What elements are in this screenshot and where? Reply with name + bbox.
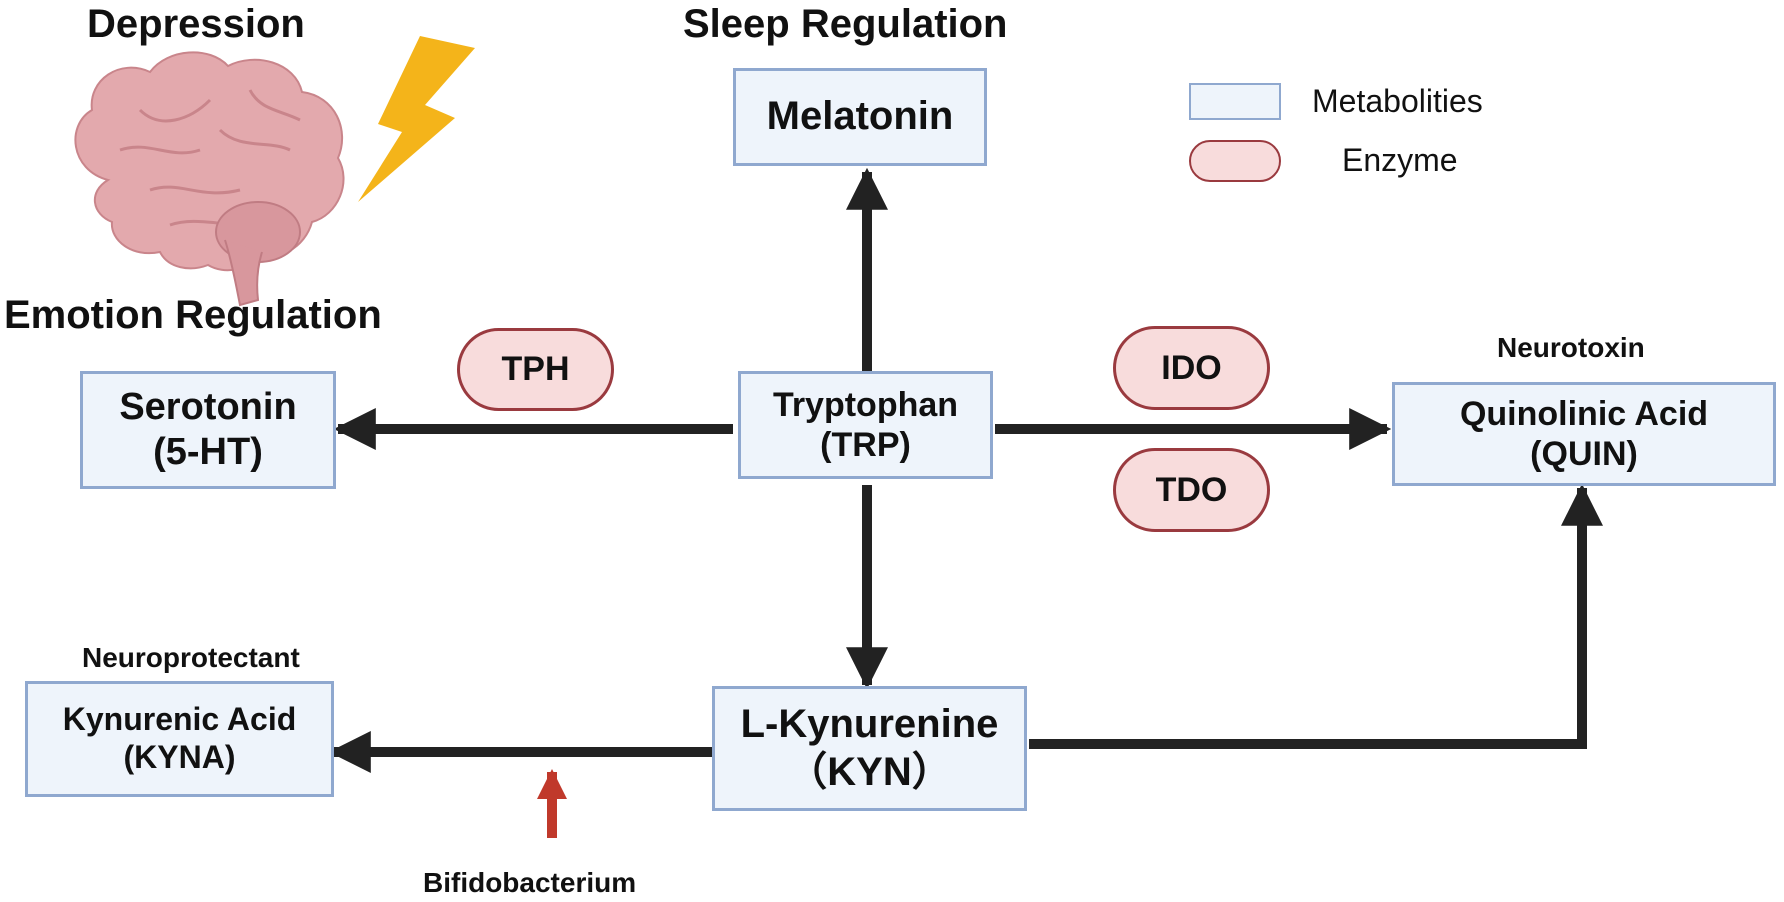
heading-sleep-regulation: Sleep Regulation <box>683 2 1008 46</box>
kynurenic-acid-box: Kynurenic Acid (KYNA) <box>25 681 334 797</box>
kynurenic-acid-label: Kynurenic Acid <box>62 701 297 738</box>
tag-bifidobacterium: Bifidobacterium <box>423 867 637 898</box>
tryptophan-label: Tryptophan <box>772 385 959 424</box>
quinolinic-acid-abbrev: (QUIN) <box>1530 435 1638 473</box>
enzyme-tdo-label: TDO <box>1155 470 1228 509</box>
lightning-icon <box>358 36 475 202</box>
enzyme-tph-label: TPH <box>501 350 570 388</box>
kynurenine-box: L-Kynurenine （KYN） <box>712 686 1027 811</box>
quinolinic-acid-label: Quinolinic Acid <box>1459 394 1709 433</box>
serotonin-box: Serotonin (5-HT) <box>80 371 336 489</box>
tryptophan-abbrev: (TRP) <box>820 426 911 464</box>
enzyme-ido-label: IDO <box>1161 348 1222 387</box>
enzyme-tdo: TDO <box>1113 448 1270 532</box>
enzyme-ido: IDO <box>1113 326 1270 410</box>
serotonin-label: Serotonin <box>119 386 297 429</box>
heading-emotion-regulation: Emotion Regulation <box>4 293 382 337</box>
tag-neuroprotectant: Neuroprotectant <box>82 642 300 673</box>
enzyme-tph: TPH <box>457 328 614 411</box>
arrow-kyn-to-quinolinic <box>1029 483 1603 749</box>
serotonin-abbrev: (5-HT) <box>153 431 263 473</box>
kynurenine-abbrev: （KYN） <box>787 749 952 794</box>
kynurenic-acid-abbrev: (KYNA) <box>123 739 236 775</box>
melatonin-label: Melatonin <box>766 94 954 139</box>
kynurenine-label: L-Kynurenine <box>740 702 999 747</box>
legend-metabolites-label: Metabolities <box>1312 83 1483 119</box>
legend-metabolite-swatch <box>1189 83 1281 120</box>
tryptophan-box: Tryptophan (TRP) <box>738 371 993 479</box>
heading-depression: Depression <box>87 2 305 46</box>
tag-neurotoxin: Neurotoxin <box>1497 332 1645 363</box>
brain-icon <box>74 51 345 307</box>
melatonin-box: Melatonin <box>733 68 987 166</box>
legend-enzyme-label: Enzyme <box>1342 142 1458 178</box>
quinolinic-acid-box: Quinolinic Acid (QUIN) <box>1392 382 1776 486</box>
legend-enzyme-swatch <box>1189 140 1281 182</box>
